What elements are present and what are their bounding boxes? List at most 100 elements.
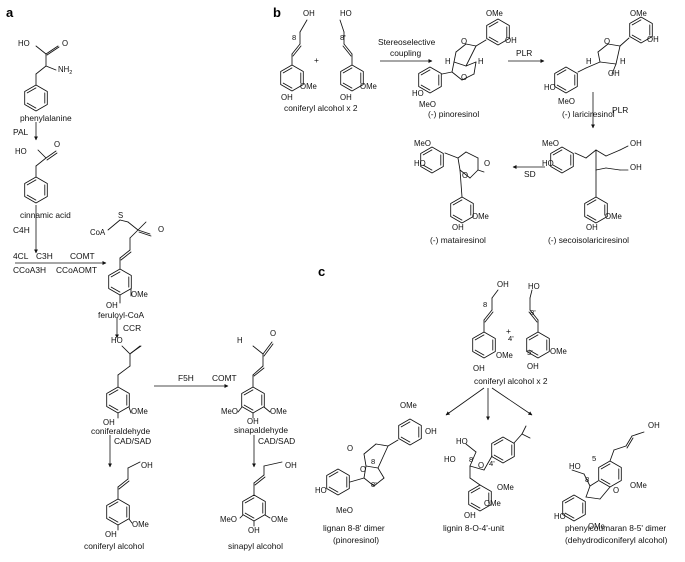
bond-line [521,425,527,435]
atom-label: O [158,225,164,234]
atom-label: OMe [605,212,622,221]
enzyme-c4h: C4H [13,225,30,235]
atom-label: OMe [484,499,501,508]
label-coniferyl-x2-b: coniferyl alcohol x 2 [284,103,358,113]
bond-line [45,65,57,71]
bond-line [363,443,377,455]
atom-label: HO [15,147,27,156]
enzyme-cadsad-1: CAD/SAD [114,436,151,446]
atom-label: MeO [558,97,575,106]
ring-phenylalanine [24,84,48,112]
bond-line [342,45,352,57]
bond-line [119,249,131,259]
enzyme-4cl: 4CL [13,251,29,261]
bond-line [451,71,463,81]
bond-line [465,43,477,47]
atom-label: OMe [131,290,148,299]
label-coniferaldehyde: coniferaldehyde [91,426,150,436]
enzyme-ccoa3h: CCoA3H [13,265,46,275]
bond-line [597,43,609,53]
step-plr-2: PLR [612,105,628,115]
bond-line [571,469,585,475]
bond-line [373,477,385,487]
ring-c-lignin-top [491,436,515,464]
panel-a-label: a [6,5,14,20]
bond-line [262,341,273,355]
bond-line [521,433,531,439]
bond-line [491,289,499,299]
panel-c-label: c [318,264,325,279]
bond-line [595,149,607,157]
bond-line [45,45,59,55]
label-phenylalanine: phenylalanine [20,113,72,123]
atom-label: OH [630,139,642,148]
atom-label: O [604,37,610,46]
bond-line [469,465,485,471]
atom-label: HO [544,83,556,92]
ring-c-coniferyl-1 [472,331,496,359]
bond-line [253,367,265,377]
atom-label: OH [452,223,464,232]
bond-line [453,61,467,67]
ring-c-lignan-top [398,418,422,446]
atom-label: O [461,73,467,82]
bond-line [585,485,591,498]
position-label: 4' [489,459,495,468]
enzyme-c3h: C3H [36,251,53,261]
ring-coniferyl-alcohol [106,498,130,526]
atom-label: OMe [630,9,647,18]
bond-line [46,46,60,56]
enzyme-comt-1: COMT [70,251,95,261]
label-sinapaldehyde: sinapaldehyde [234,425,288,435]
position-label: 8' [530,308,536,317]
bond-line [469,451,477,467]
ring-c-phenyl-top [598,460,622,488]
atom-label: H [237,336,243,345]
bond-line [107,219,121,231]
bond-line [605,149,621,157]
bond-line [465,61,477,67]
bond-line [585,496,601,500]
bond-line [453,51,457,63]
bond-line [529,309,539,321]
bond-line [465,443,477,453]
plus-sign: + [506,326,511,336]
bond-line [46,152,58,161]
bond-line [475,39,487,47]
bond-line [457,157,461,171]
atom-label: H [620,57,626,66]
atom-label: HO [111,336,123,345]
position-label: 5' [527,348,533,357]
bond-line [599,486,611,500]
bond-line [585,149,597,159]
bond-line [444,152,459,159]
atom-label: OH [586,223,598,232]
bond-line [128,518,133,524]
label-phenyl-1: phenylcoumaran 8-5' dimer [565,523,666,533]
bond-line [529,289,533,299]
bond-line [583,473,591,487]
panel-b: OH HO 8 8' + OMe OH OMe OH coniferyl alc… [281,9,659,245]
bond-line [292,45,302,57]
atom-label: NH2 [58,65,72,76]
atom-label: H [445,57,451,66]
bond-line [599,61,617,65]
step-coupling-2: coupling [390,48,422,58]
atom-label: H [478,57,484,66]
bond-line [343,43,353,55]
label-pinoresinol-b: (-) pinoresinol [428,109,479,119]
label-lariciresinol: (-) lariciresinol [562,109,615,119]
bond-line [459,169,463,198]
bond-line [626,437,634,449]
ring-cinnamic-acid [24,176,48,204]
atom-label: OH [105,530,117,539]
label-cinnamic-acid: cinnamic acid [20,210,71,220]
bond-line [252,345,264,355]
bond-line [118,480,130,490]
atom-label: HO [569,462,581,471]
bond-line [577,67,587,73]
bond-line [117,365,131,376]
bond-line [484,311,494,323]
atom-label: MeO [221,407,238,416]
plus-sign: + [314,55,319,65]
